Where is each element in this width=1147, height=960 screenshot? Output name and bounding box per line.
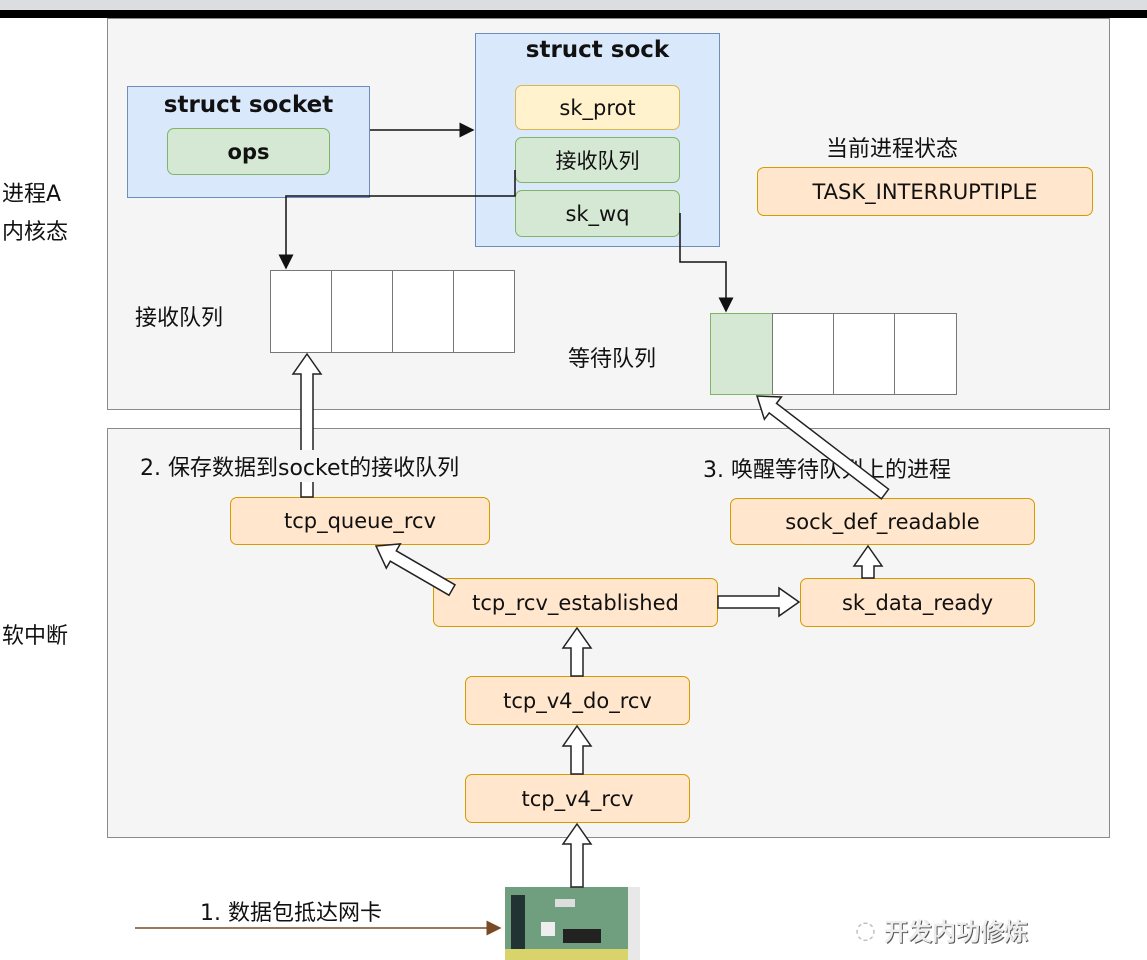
tcp-v4-rcv-to-do-rcv-arrow [561, 724, 593, 775]
wait-queue-label: 等待队列 [568, 347, 657, 372]
tcp-rcv-established-box: tcp_rcv_established [433, 578, 718, 627]
tcp-queue-rcv-box: tcp_queue_rcv [230, 497, 490, 545]
receive-queue-slot [392, 270, 454, 353]
receive-queue-slot [453, 270, 515, 353]
tcp-v4-do-rcv-box: tcp_v4_do_rcv [465, 676, 690, 725]
skwq-to-wait-queue-arrow [679, 213, 734, 313]
sock-to-receive-queue-arrow [278, 170, 516, 270]
watermark: ◌ 开发内功修炼 [855, 912, 1028, 947]
wait-queue-slot [894, 313, 957, 395]
step2-label: 2. 保存数据到socket的接收队列 [138, 450, 462, 482]
sk-data-ready-box: sk_data_ready [800, 578, 1035, 627]
watermark-text: 开发内功修炼 [883, 918, 1028, 946]
sk-prot-field: sk_prot [515, 85, 680, 130]
side-label-kernel: 内核态 [2, 220, 69, 245]
network-card-image [505, 887, 640, 960]
do-rcv-to-established-arrow [561, 626, 593, 677]
step3-label: 3. 唤醒等待队列上的进程 [703, 458, 951, 483]
nic-to-tcp-v4-rcv-arrow [561, 822, 593, 888]
process-state-value: TASK_INTERRUPTIPLE [757, 167, 1093, 216]
readable-to-wait-queue-arrow [755, 395, 890, 500]
receive-queue-field: 接收队列 [515, 137, 680, 183]
struct-socket-title: struct socket [163, 92, 334, 118]
sk-wq-field: sk_wq [515, 190, 680, 237]
side-label-softirq: 软中断 [2, 624, 69, 649]
top-bar [0, 0, 1147, 10]
established-to-data-ready-arrow [717, 586, 801, 618]
tcp-v4-rcv-box: tcp_v4_rcv [465, 774, 690, 823]
established-to-queue-rcv-arrow [374, 543, 457, 597]
process-state-label: 当前进程状态 [826, 137, 959, 162]
struct-sock-title: struct sock [525, 37, 670, 63]
top-border [0, 10, 1147, 18]
step1-label: 1. 数据包抵达网卡 [200, 901, 382, 926]
receive-queue-label: 接收队列 [135, 306, 224, 331]
side-label-process: 进程A [2, 182, 62, 207]
wechat-icon: ◌ [855, 915, 876, 944]
ops-field: ops [167, 128, 330, 175]
wait-queue-slot [772, 313, 834, 395]
softirq-panel [107, 428, 1110, 838]
data-ready-to-readable-arrow [852, 544, 884, 579]
wait-queue-entry [710, 313, 773, 395]
